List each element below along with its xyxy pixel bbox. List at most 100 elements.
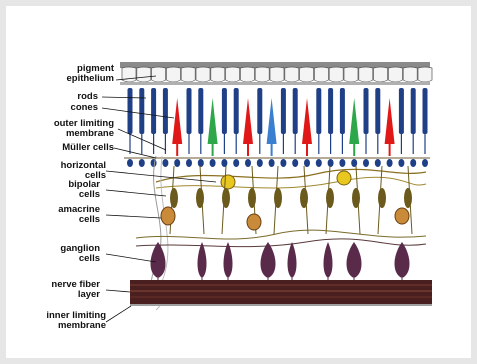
- outer-nuclear-layer: [127, 159, 428, 167]
- pigment-epithelium-layer: [120, 62, 432, 85]
- photoreceptor-nucleus: [316, 159, 322, 167]
- pigment-epithelium-cell: [226, 67, 240, 82]
- rod-cell: [234, 88, 239, 134]
- photoreceptor-nucleus: [398, 159, 404, 167]
- ganglion-cell: [324, 242, 333, 278]
- cone-green-cell: [208, 98, 218, 144]
- label-nerve-fiber-layer: nerve fiber layer: [6, 280, 100, 300]
- bipolar-cell: [196, 188, 204, 208]
- label-column: pigment epithelium rods cones outer limi…: [6, 6, 166, 358]
- pigment-epithelium-cell: [240, 67, 254, 82]
- label-inner-limiting-membrane: inner limiting membrane: [6, 311, 106, 331]
- label-horizontal-cells: horizontal cells: [6, 161, 106, 181]
- bipolar-cell: [248, 188, 256, 208]
- ganglion-cell: [288, 242, 297, 278]
- photoreceptor-nucleus: [233, 159, 239, 167]
- rod-cell: [411, 88, 416, 134]
- rod-cell: [375, 88, 380, 134]
- cone-red-cell: [385, 98, 395, 144]
- cone-red-cell: [302, 98, 312, 144]
- ganglion-cell: [198, 242, 207, 278]
- ganglion-cell: [261, 242, 276, 278]
- pigment-epithelium-cell: [196, 67, 210, 82]
- pigment-epithelium-cell: [418, 67, 432, 82]
- pigment-epithelium-cell: [314, 67, 328, 82]
- photoreceptor-nucleus: [186, 159, 192, 167]
- photoreceptor-nucleus: [245, 159, 251, 167]
- photoreceptor-nucleus: [363, 159, 369, 167]
- label-muller-cells: Müller cells: [6, 143, 114, 153]
- label-bipolar-cells: bipolar cells: [6, 180, 100, 200]
- bipolar-cell: [222, 188, 230, 208]
- photoreceptor-nucleus: [257, 159, 263, 167]
- horizontal-cell: [337, 171, 351, 185]
- pigment-epithelium-cell: [270, 67, 284, 82]
- bipolar-cell: [300, 188, 308, 208]
- label-cones: cones: [6, 103, 98, 113]
- label-outer-limiting-membrane: outer limiting membrane: [6, 119, 114, 139]
- cone-red-cell: [172, 98, 182, 144]
- label-rods: rods: [6, 92, 98, 102]
- pigment-epithelium-cell: [403, 67, 417, 82]
- nerve-fiber-layer: [130, 280, 432, 306]
- rod-cell: [281, 88, 286, 134]
- rod-cell: [257, 88, 262, 134]
- photoreceptor-nucleus: [280, 159, 286, 167]
- photoreceptor-nucleus: [304, 159, 310, 167]
- bipolar-cell: [378, 188, 386, 208]
- photoreceptor-nucleus: [422, 159, 428, 167]
- pigment-epithelium-cell: [285, 67, 299, 82]
- photoreceptor-nucleus: [328, 159, 334, 167]
- figure-frame: pigment epithelium rods cones outer limi…: [6, 6, 471, 358]
- photoreceptor-nucleus: [339, 159, 345, 167]
- horizontal-cell-layer: [156, 169, 426, 189]
- ganglion-cell: [395, 242, 410, 278]
- rod-cell: [316, 88, 321, 134]
- pigment-epithelium-cell: [300, 67, 314, 82]
- pigment-epithelium-cell: [211, 67, 225, 82]
- rod-cell: [187, 88, 192, 134]
- rod-cell: [222, 88, 227, 134]
- photoreceptor-nucleus: [174, 159, 180, 167]
- ganglion-cell: [224, 242, 233, 278]
- photoreceptor-nucleus: [410, 159, 416, 167]
- rod-cell: [328, 88, 333, 134]
- amacrine-cell-layer: [161, 207, 409, 230]
- cone-blue-cell: [267, 98, 277, 144]
- label-ganglion-cells: ganglion cells: [6, 244, 100, 264]
- rod-cell: [364, 88, 369, 134]
- pigment-epithelium-cell: [166, 67, 180, 82]
- pigment-epithelium-cell: [329, 67, 343, 82]
- photoreceptor-nucleus: [375, 159, 381, 167]
- ganglion-cell: [347, 242, 362, 278]
- photoreceptor-nucleus: [198, 159, 204, 167]
- photoreceptor-nucleus: [210, 159, 216, 167]
- pigment-epithelium-cell: [374, 67, 388, 82]
- photoreceptor-nucleus: [269, 159, 275, 167]
- bipolar-cell: [274, 188, 282, 208]
- bipolar-cell: [404, 188, 412, 208]
- label-amacrine-cells: amacrine cells: [6, 205, 100, 225]
- horizontal-cell: [221, 175, 235, 189]
- pigment-epithelium-cell: [359, 67, 373, 82]
- rod-cell: [198, 88, 203, 134]
- bipolar-cell: [326, 188, 334, 208]
- photoreceptor-nucleus: [387, 159, 393, 167]
- photoreceptor-nucleus: [351, 159, 357, 167]
- label-pigment-epithelium: pigment epithelium: [6, 64, 114, 84]
- rod-cell: [340, 88, 345, 134]
- bipolar-cell-layer: [170, 166, 412, 234]
- cone-green-cell: [349, 98, 359, 144]
- rod-cell: [399, 88, 404, 134]
- bipolar-cell: [170, 188, 178, 208]
- pigment-epithelium-cell: [344, 67, 358, 82]
- cone-red-cell: [243, 98, 253, 144]
- photoreceptor-layer: [128, 88, 428, 156]
- pigment-epithelium-cell: [181, 67, 195, 82]
- bipolar-cell: [352, 188, 360, 208]
- photoreceptor-nucleus: [292, 159, 298, 167]
- photoreceptor-nucleus: [221, 159, 227, 167]
- pigment-epithelium-cell: [255, 67, 269, 82]
- pigment-epithelium-cell: [388, 67, 402, 82]
- rod-cell: [423, 88, 428, 134]
